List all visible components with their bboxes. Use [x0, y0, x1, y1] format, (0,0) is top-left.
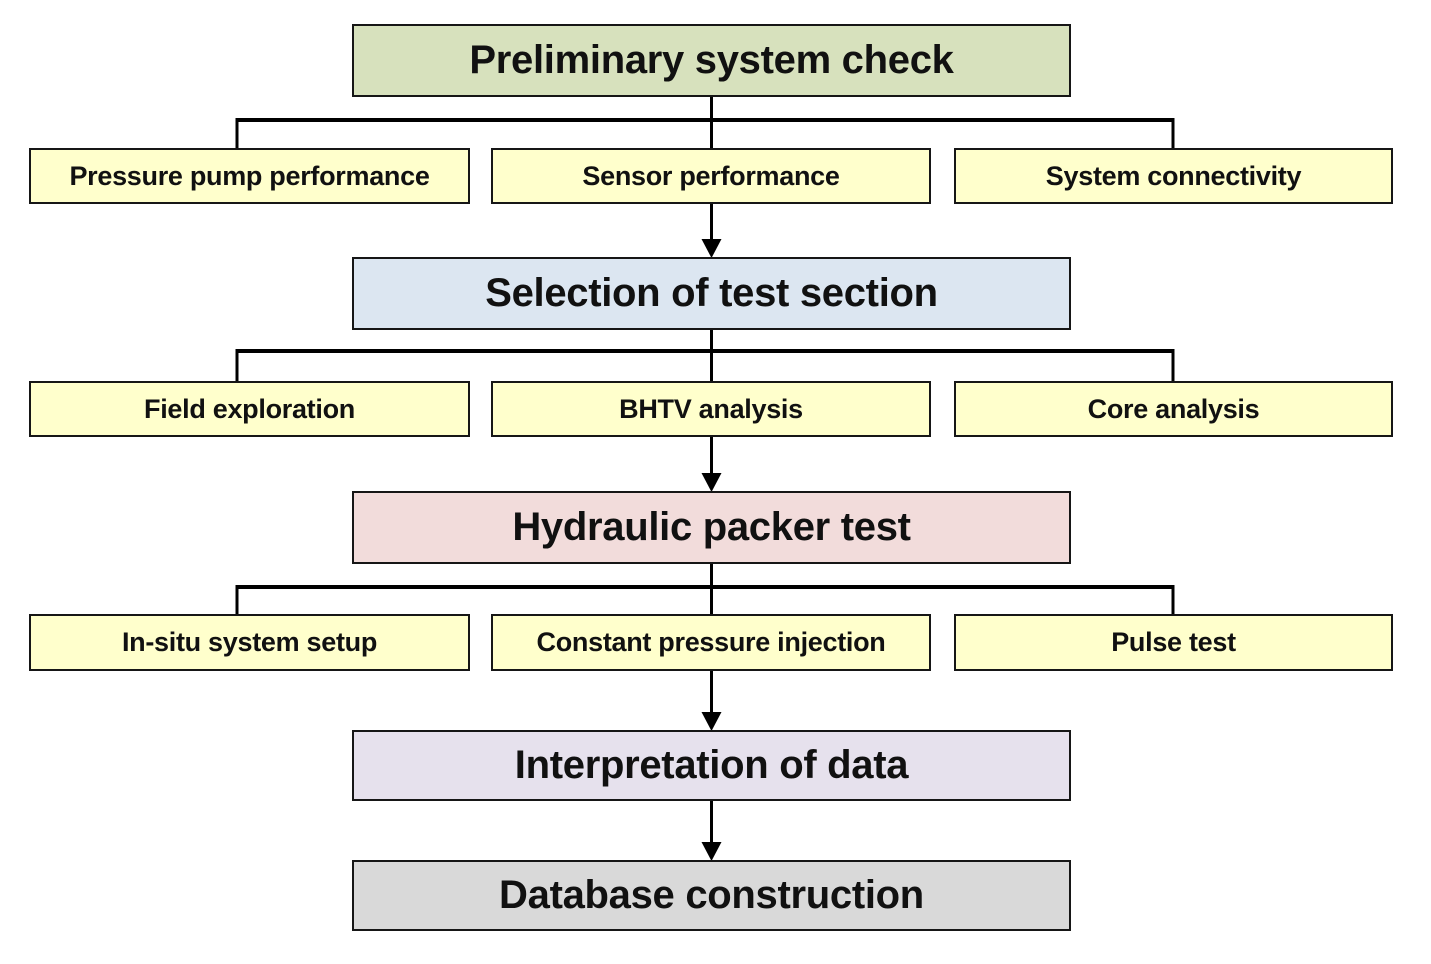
stage-box-hydraulic-packer-test: Hydraulic packer test — [352, 491, 1071, 564]
child-label: BHTV analysis — [619, 393, 803, 424]
child-box-field-exploration: Field exploration — [29, 381, 470, 437]
stage-box-database-construction: Database construction — [352, 860, 1071, 931]
child-box-constant-pressure-injection: Constant pressure injection — [491, 614, 931, 671]
child-label: Pressure pump performance — [69, 160, 430, 191]
child-label: System connectivity — [1045, 160, 1302, 191]
arrowhead-down-icon — [701, 842, 722, 861]
connector-interpretation-to-database — [701, 801, 722, 861]
child-label: Field exploration — [144, 393, 355, 424]
child-label: Constant pressure injection — [536, 627, 886, 657]
stage-label: Interpretation of data — [514, 743, 909, 787]
stage-label: Database construction — [499, 873, 924, 917]
stage-box-interpretation-of-data: Interpretation of data — [352, 730, 1071, 801]
child-box-in-situ-system-setup: In-situ system setup — [29, 614, 470, 671]
stage-label: Hydraulic packer test — [512, 505, 911, 549]
child-box-sensor-performance: Sensor performance — [491, 148, 931, 204]
child-label: Sensor performance — [582, 160, 840, 191]
connector-packer-branch — [235, 564, 1175, 731]
arrowhead-down-icon — [701, 239, 722, 258]
stage-box-selection-of-test-section: Selection of test section — [352, 257, 1071, 330]
child-box-system-connectivity: System connectivity — [954, 148, 1393, 204]
child-box-pulse-test: Pulse test — [954, 614, 1393, 671]
stage-label: Preliminary system check — [469, 38, 954, 82]
child-label: In-situ system setup — [121, 627, 378, 657]
child-label: Pulse test — [1111, 627, 1236, 657]
child-box-pressure-pump-performance: Pressure pump performance — [29, 148, 470, 204]
child-box-bhtv-analysis: BHTV analysis — [491, 381, 931, 437]
arrowhead-down-icon — [701, 473, 722, 492]
arrowhead-down-icon — [701, 712, 722, 731]
stage-box-preliminary-system-check: Preliminary system check — [352, 24, 1071, 97]
child-box-core-analysis: Core analysis — [954, 381, 1393, 437]
child-label: Core analysis — [1087, 393, 1260, 424]
stage-label: Selection of test section — [485, 271, 938, 315]
